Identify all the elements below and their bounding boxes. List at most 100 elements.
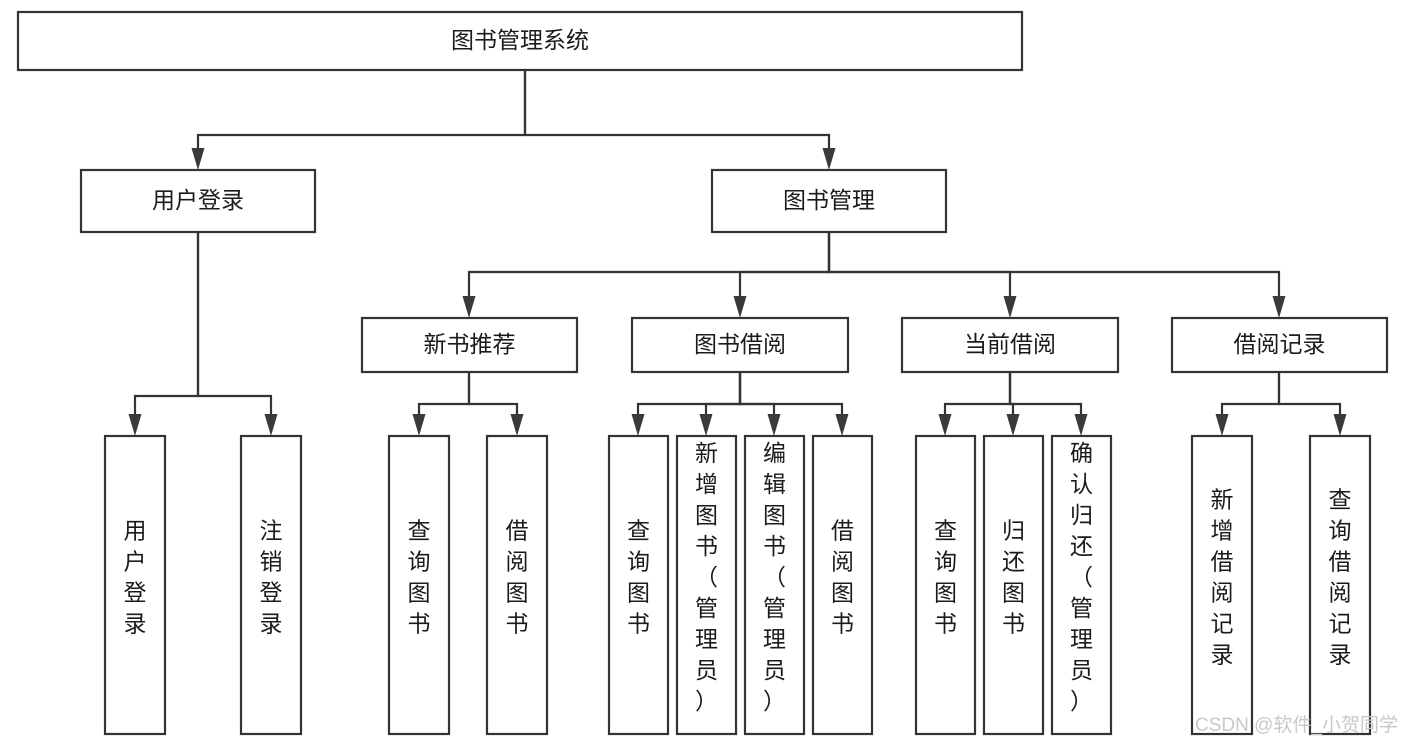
node-label: 查询图书 [627,518,650,637]
connector-line [133,232,200,414]
node-label: 借阅图书 [506,518,529,637]
node-box[interactable] [360,316,579,374]
node-leaf-6[interactable]: 编辑图书（管理员） [743,434,806,736]
arrow-head-icon [1272,296,1286,318]
connector-line [738,372,776,414]
connector-line [704,372,742,414]
node-box[interactable] [16,10,1024,72]
connector-line [1277,372,1342,414]
node-level3-1[interactable]: 图书借阅 [630,316,850,374]
arrow-head-icon [699,414,713,436]
node-label: 新增借阅记录 [1211,487,1234,668]
node-label: 借阅图书 [831,518,854,637]
node-box[interactable] [811,434,874,736]
arrow-head-icon [822,148,836,170]
connector-图书借阅-to-新增图书（管理员） [699,372,742,436]
arrow-head-icon [835,414,849,436]
node-label: 图书管理系统 [451,27,589,53]
node-box[interactable] [1308,434,1372,736]
node-label: 当前借阅 [964,331,1056,357]
connector-line [1008,372,1083,414]
connector-line [196,232,273,414]
connector-line [1220,372,1281,414]
connector-line [417,372,471,414]
arrow-head-icon [264,414,278,436]
connector-line [467,372,519,414]
node-label: 用户登录 [152,187,244,213]
node-level3-3[interactable]: 借阅记录 [1170,316,1389,374]
node-box[interactable] [914,434,977,736]
connector-图书管理-to-借阅记录 [827,232,1286,318]
node-box[interactable] [1050,434,1113,736]
node-level3-0[interactable]: 新书推荐 [360,316,579,374]
arrow-head-icon [733,296,747,318]
connector-line [636,372,742,414]
arrow-head-icon [412,414,426,436]
connector-当前借阅-to-确认归还（管理员） [1008,372,1088,436]
node-layer: 图书管理系统用户登录图书管理新书推荐图书借阅当前借阅借阅记录用户登录注销登录查询… [16,10,1389,736]
arrow-head-icon [1003,296,1017,318]
node-level2-1[interactable]: 图书管理 [710,168,948,234]
node-leaf-7[interactable]: 借阅图书 [811,434,874,736]
connector-line [467,232,831,296]
node-label: 编辑图书（管理员） [763,440,786,714]
node-leaf-10[interactable]: 确认归还（管理员） [1050,434,1113,736]
arrow-head-icon [462,296,476,318]
node-leaf-2[interactable]: 查询图书 [387,434,451,736]
node-box[interactable] [1190,434,1254,736]
node-box[interactable] [630,316,850,374]
node-label: 图书借阅 [694,331,786,357]
node-leaf-1[interactable]: 注销登录 [239,434,303,736]
node-box[interactable] [900,316,1120,374]
arrow-head-icon [767,414,781,436]
node-label: 确认归还（管理员） [1070,440,1093,714]
node-box[interactable] [743,434,806,736]
connector-图书管理系统-to-图书管理 [523,70,836,170]
arrow-head-icon [938,414,952,436]
node-leaf-0[interactable]: 用户登录 [103,434,167,736]
node-box[interactable] [103,434,167,736]
connector-line [943,372,1012,414]
node-box[interactable] [710,168,948,234]
connector-新书推荐-to-查询图书 [412,372,471,436]
arrow-head-icon [510,414,524,436]
csdn-watermark: CSDN @软件_小贺同学 [1195,714,1398,736]
connector-line [523,70,831,148]
connector-借阅记录-to-新增借阅记录 [1215,372,1281,436]
node-label: 用户登录 [124,518,147,637]
node-box[interactable] [982,434,1045,736]
connector-line [196,70,527,148]
node-leaf-12[interactable]: 查询借阅记录 [1308,434,1372,736]
connector-line [738,232,831,296]
node-level2-0[interactable]: 用户登录 [79,168,317,234]
connector-图书管理-to-图书借阅 [733,232,831,318]
node-label: 归还图书 [1002,518,1025,637]
node-box[interactable] [1170,316,1389,374]
node-box[interactable] [485,434,549,736]
arrow-head-icon [128,414,142,436]
node-label: 查询借阅记录 [1329,487,1352,668]
connector-用户登录-to-注销登录 [196,232,278,436]
connector-当前借阅-to-查询图书 [938,372,1012,436]
node-leaf-3[interactable]: 借阅图书 [485,434,549,736]
node-label: 查询图书 [934,518,957,637]
node-level3-2[interactable]: 当前借阅 [900,316,1120,374]
node-leaf-8[interactable]: 查询图书 [914,434,977,736]
arrow-head-icon [631,414,645,436]
node-box[interactable] [239,434,303,736]
arrow-head-icon [1333,414,1347,436]
node-leaf-11[interactable]: 新增借阅记录 [1190,434,1254,736]
node-leaf-4[interactable]: 查询图书 [607,434,670,736]
node-box[interactable] [79,168,317,234]
node-box[interactable] [675,434,738,736]
node-label: 新书推荐 [424,331,516,357]
node-leaf-5[interactable]: 新增图书（管理员） [675,434,738,736]
node-root[interactable]: 图书管理系统 [16,10,1024,72]
node-box[interactable] [387,434,451,736]
node-label: 查询图书 [408,518,431,637]
connector-图书管理-to-当前借阅 [827,232,1017,318]
connector-借阅记录-to-查询借阅记录 [1277,372,1347,436]
node-box[interactable] [607,434,670,736]
node-leaf-9[interactable]: 归还图书 [982,434,1045,736]
